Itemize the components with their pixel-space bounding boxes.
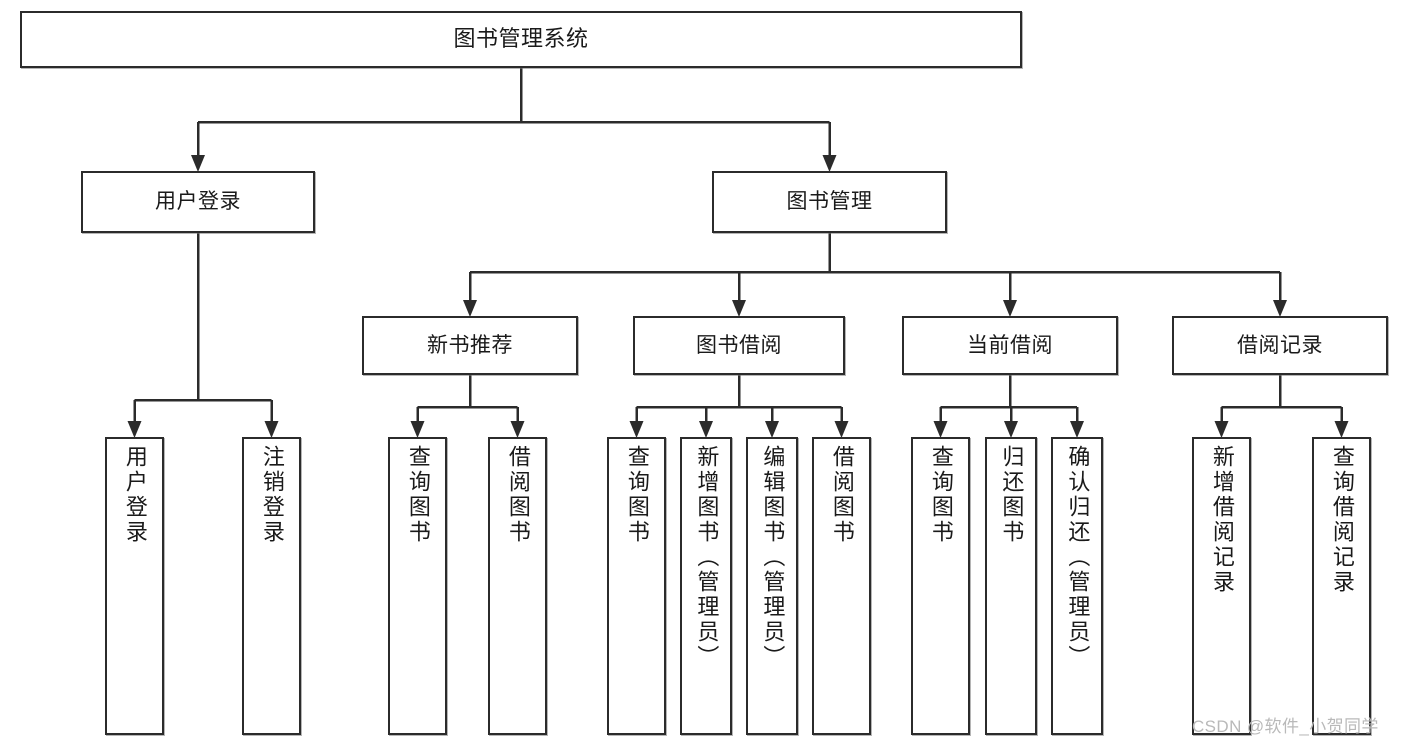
node-leaf-logout[interactable]: 注销登录 <box>242 437 301 735</box>
node-label: 图书管理 <box>786 190 873 214</box>
node-leaf-confirm-return[interactable]: 确认归还（管理员） <box>1051 437 1103 735</box>
node-leaf-add-borrow-record[interactable]: 新增借阅记录 <box>1192 437 1251 735</box>
node-leaf-return-book[interactable]: 归还图书 <box>985 437 1037 735</box>
node-label: 借阅图书 <box>505 445 531 545</box>
node-current-borrow[interactable]: 当前借阅 <box>902 316 1118 375</box>
node-leaf-edit-book[interactable]: 编辑图书（管理员） <box>746 437 798 735</box>
node-label: 借阅图书 <box>829 445 855 545</box>
node-label: 图书借阅 <box>696 333 782 357</box>
node-label: 查询图书 <box>928 445 954 545</box>
node-label: 查询图书 <box>624 445 650 545</box>
node-book-borrow[interactable]: 图书借阅 <box>633 316 845 375</box>
node-label: 新增图书（管理员） <box>694 445 720 670</box>
node-label: 新书推荐 <box>427 333 513 357</box>
node-label: 编辑图书（管理员） <box>760 445 786 670</box>
node-new-book-recommend[interactable]: 新书推荐 <box>362 316 578 375</box>
node-leaf-user-login[interactable]: 用户登录 <box>105 437 164 735</box>
watermark: CSDN @软件_小贺同学 <box>1192 717 1379 736</box>
node-label: 注销登录 <box>259 445 285 545</box>
node-leaf-borrow-book-2[interactable]: 借阅图书 <box>812 437 871 735</box>
node-label: 查询图书 <box>405 445 431 545</box>
node-label: 借阅记录 <box>1237 333 1323 357</box>
node-leaf-query-borrow-record[interactable]: 查询借阅记录 <box>1312 437 1371 735</box>
node-root[interactable]: 图书管理系统 <box>20 11 1022 68</box>
node-label: 查询借阅记录 <box>1329 445 1355 595</box>
node-label: 归还图书 <box>999 445 1025 545</box>
node-book-manage[interactable]: 图书管理 <box>712 171 947 233</box>
node-label: 用户登录 <box>122 445 148 545</box>
node-leaf-query-book-1[interactable]: 查询图书 <box>388 437 447 735</box>
node-label: 新增借阅记录 <box>1209 445 1235 595</box>
node-leaf-query-book-2[interactable]: 查询图书 <box>607 437 666 735</box>
node-borrow-record[interactable]: 借阅记录 <box>1172 316 1388 375</box>
node-leaf-borrow-book-1[interactable]: 借阅图书 <box>488 437 547 735</box>
node-label: 图书管理系统 <box>453 26 589 52</box>
node-leaf-query-book-3[interactable]: 查询图书 <box>911 437 970 735</box>
node-label: 用户登录 <box>155 190 241 214</box>
node-leaf-add-book[interactable]: 新增图书（管理员） <box>680 437 732 735</box>
node-label: 当前借阅 <box>967 333 1053 357</box>
node-label: 确认归还（管理员） <box>1065 445 1091 670</box>
node-user-login[interactable]: 用户登录 <box>81 171 315 233</box>
